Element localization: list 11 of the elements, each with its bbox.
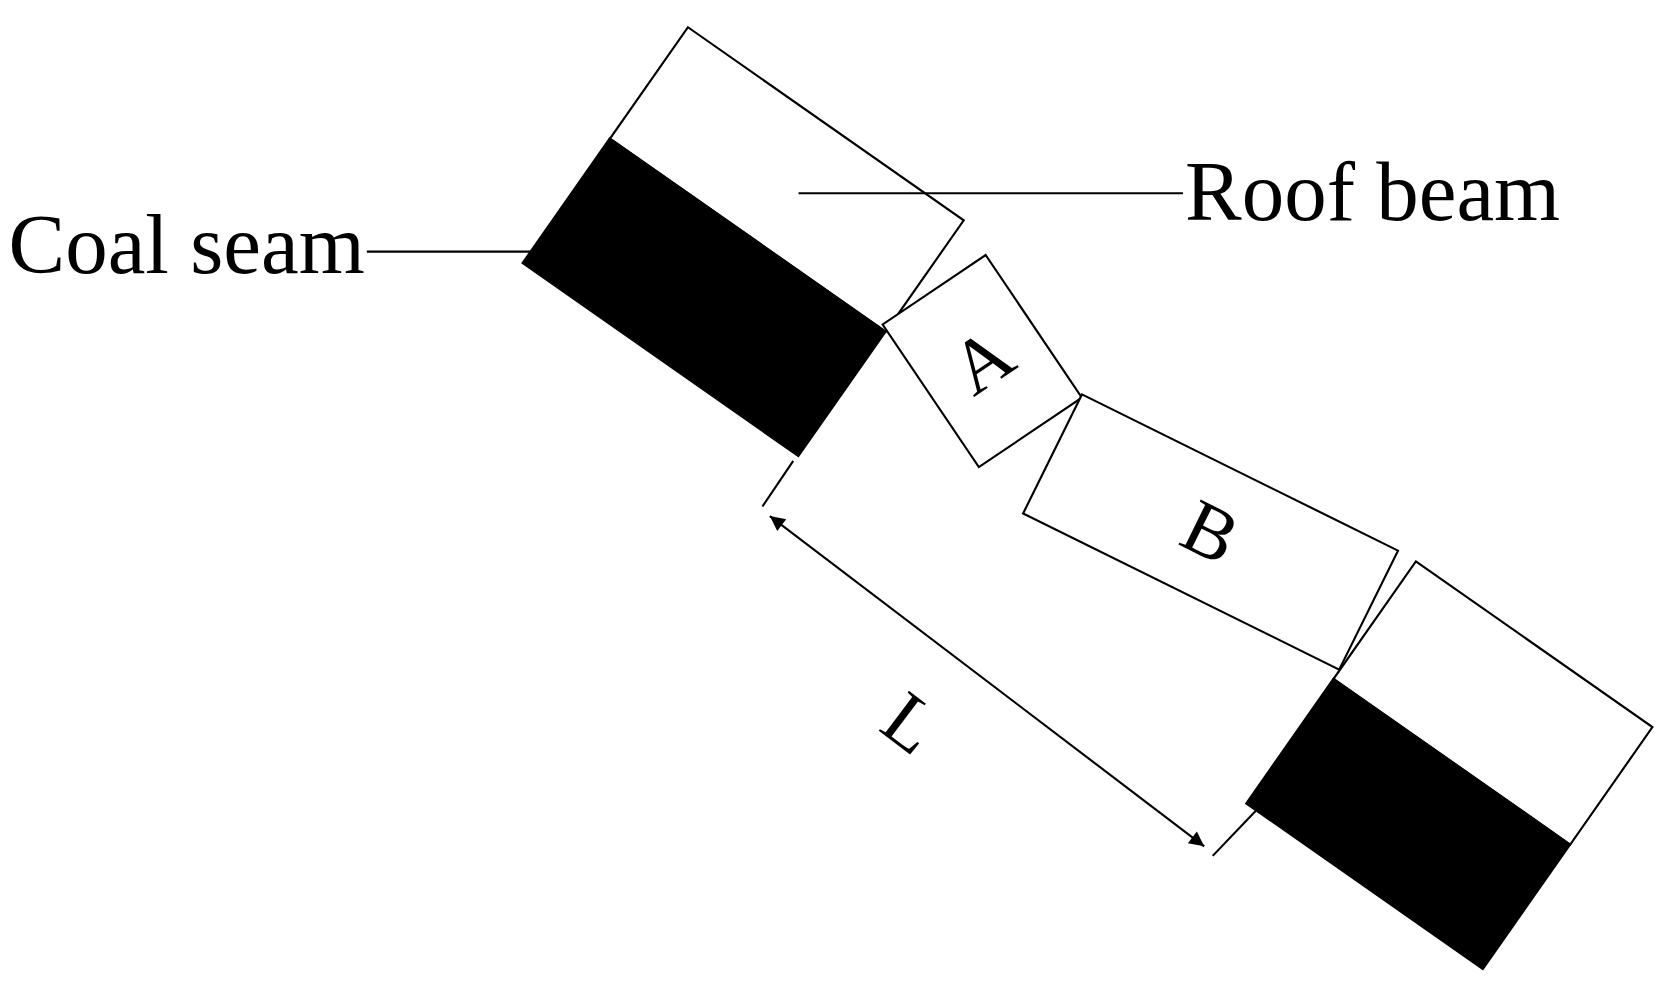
- leader-line: [798, 192, 1183, 195]
- roof-beam-block: [1332, 559, 1654, 846]
- block-label: B: [1168, 482, 1253, 582]
- dimension-label: L: [869, 678, 953, 768]
- part-label: Roof beam: [1185, 148, 1561, 234]
- coal-seam-block: [1244, 677, 1572, 971]
- part-label: Coal seam: [8, 201, 365, 287]
- rock-block: [881, 253, 1084, 469]
- coal-seam-block: [521, 137, 887, 458]
- rock-block: [1021, 393, 1400, 672]
- block-label: A: [935, 310, 1029, 412]
